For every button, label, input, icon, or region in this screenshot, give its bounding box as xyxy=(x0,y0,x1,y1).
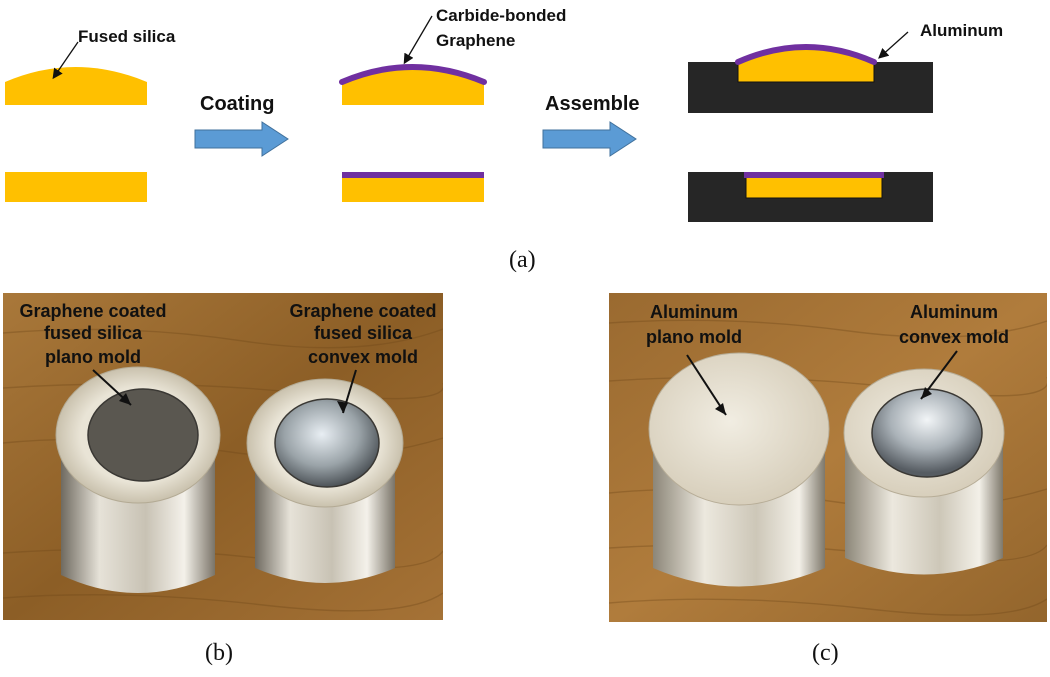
aluminum-label: Aluminum xyxy=(920,21,1003,40)
convex-label-line3: convex mold xyxy=(308,347,418,367)
plano-label-line1: Graphene coated xyxy=(19,301,166,321)
fused-silica-convex-blank xyxy=(5,67,147,105)
caption-a: (a) xyxy=(509,247,536,273)
aluminum-convex-surface xyxy=(871,388,983,478)
aluminum-plano-label-line1: Aluminum xyxy=(650,302,738,322)
plano-label-line2: fused silica xyxy=(44,323,143,343)
assemble-arrow xyxy=(542,121,637,157)
fused-silica-label: Fused silica xyxy=(78,27,176,46)
assemble-step-label: Assemble xyxy=(545,93,640,115)
process-schematic: Fused silica Coating Carbide-bonded Grap… xyxy=(5,6,1003,222)
coated-convex-silica xyxy=(342,67,484,105)
graphene-convex-coating xyxy=(339,64,487,85)
coating-step-label: Coating xyxy=(200,93,274,115)
assembled-graphene-convex xyxy=(735,44,877,65)
caption-b: (b) xyxy=(205,640,233,666)
photo-aluminum-molds: Aluminum plano mold Aluminum convex mold xyxy=(609,293,1047,622)
aluminum-plano-pointer-head xyxy=(715,403,726,415)
graphene-label-line2: Graphene xyxy=(436,31,515,50)
graphene-pointer xyxy=(403,15,433,65)
photo-graphene-coated-molds: Graphene coated fused silica plano mold … xyxy=(3,293,443,620)
aluminum-plano-label-line2: plano mold xyxy=(646,327,742,347)
graphene-plano-coating xyxy=(342,172,484,178)
convex-label-line1: Graphene coated xyxy=(289,301,436,321)
assembled-graphene-plano xyxy=(744,172,884,178)
fused-silica-plano-blank xyxy=(5,172,147,202)
coating-arrow xyxy=(194,121,289,157)
aluminum-convex-label-line1: Aluminum xyxy=(910,302,998,322)
aluminum-pointer xyxy=(878,31,909,59)
fused-silica-pointer xyxy=(52,41,79,80)
graphene-label-line1: Carbide-bonded xyxy=(436,6,566,25)
plano-pointer-head xyxy=(119,393,131,405)
aluminum-convex-pointer-head xyxy=(921,387,932,399)
aluminum-convex-holder xyxy=(688,62,933,113)
aluminum-plano-top xyxy=(648,352,830,506)
aluminum-convex-label-line2: convex mold xyxy=(899,327,1009,347)
convex-pointer-head xyxy=(337,401,348,413)
plano-label-line3: plano mold xyxy=(45,347,141,367)
graphene-coated-plano-surface xyxy=(87,388,199,482)
graphene-coated-convex-surface xyxy=(274,398,380,488)
caption-c: (c) xyxy=(812,640,839,666)
convex-label-line2: fused silica xyxy=(314,323,413,343)
aluminum-plano-pointer xyxy=(686,354,727,416)
